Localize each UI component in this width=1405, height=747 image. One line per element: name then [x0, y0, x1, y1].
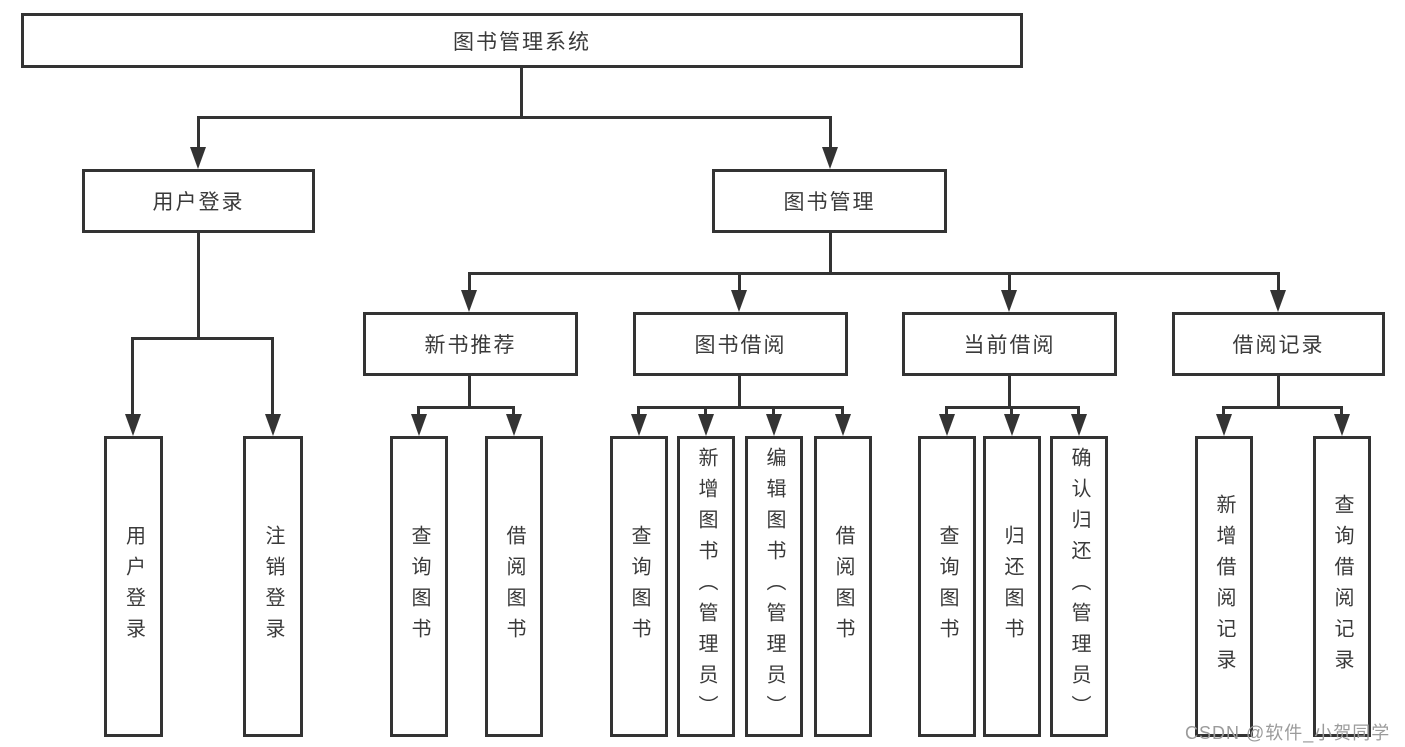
- connector-line: [197, 116, 200, 150]
- node-user-login: 用户登录: [82, 169, 315, 233]
- node-root-label: 图书管理系统: [453, 30, 591, 54]
- arrowhead-down-icon: [822, 147, 838, 169]
- connector-line: [271, 337, 274, 416]
- leaf-query-books-1: 查询图书: [390, 436, 448, 737]
- node-user-login-label: 用户登录: [152, 191, 245, 214]
- connector-line: [197, 233, 200, 340]
- connector-line: [841, 406, 844, 417]
- leaf-user-login: 用户登录: [104, 436, 163, 737]
- arrowhead-down-icon: [461, 290, 477, 312]
- leaf-edit-books-admin: 编辑图书（管理员）: [745, 436, 803, 737]
- arrowhead-down-icon: [411, 414, 427, 436]
- node-book-management-label: 图书管理: [783, 191, 876, 214]
- connector-line: [1008, 376, 1011, 409]
- csdn-watermark: CSDN @软件_小贺同学: [1185, 723, 1391, 743]
- leaf-add-books-admin: 新增图书（管理员）: [677, 436, 735, 737]
- leaf-query-books-1-label: 查询图书: [408, 524, 430, 649]
- arrowhead-down-icon: [835, 414, 851, 436]
- connector-line: [829, 233, 832, 275]
- leaf-add-borrow-record-label: 新增借阅记录: [1213, 493, 1235, 680]
- connector-line: [1340, 406, 1343, 417]
- node-current-borrow: 当前借阅: [902, 312, 1117, 376]
- leaf-borrow-books-2-label: 借阅图书: [832, 524, 854, 649]
- connector-line: [197, 116, 832, 119]
- arrowhead-down-icon: [506, 414, 522, 436]
- arrowhead-down-icon: [125, 414, 141, 436]
- connector-line: [772, 406, 775, 417]
- arrowhead-down-icon: [1216, 414, 1232, 436]
- leaf-query-books-2: 查询图书: [610, 436, 668, 737]
- leaf-query-borrow-record: 查询借阅记录: [1313, 436, 1371, 737]
- connector-line: [468, 376, 471, 409]
- leaf-return-books: 归还图书: [983, 436, 1041, 737]
- connector-line: [945, 406, 948, 417]
- arrowhead-down-icon: [1334, 414, 1350, 436]
- arrowhead-down-icon: [190, 147, 206, 169]
- connector-line: [512, 406, 515, 417]
- connector-line: [637, 406, 640, 417]
- leaf-return-books-label: 归还图书: [1001, 524, 1023, 649]
- connector-line: [520, 68, 523, 118]
- connector-line: [417, 406, 420, 417]
- connector-line: [1277, 376, 1280, 409]
- connector-line: [637, 406, 844, 409]
- connector-line: [738, 272, 741, 294]
- leaf-query-books-2-label: 查询图书: [628, 524, 650, 649]
- arrowhead-down-icon: [731, 290, 747, 312]
- leaf-confirm-return-admin: 确认归还（管理员）: [1050, 436, 1108, 737]
- leaf-user-login-label: 用户登录: [122, 524, 145, 649]
- leaf-add-borrow-record: 新增借阅记录: [1195, 436, 1253, 737]
- connector-line: [1010, 406, 1013, 417]
- node-borrow-records-label: 借阅记录: [1232, 334, 1325, 357]
- arrowhead-down-icon: [1071, 414, 1087, 436]
- connector-line: [468, 272, 1280, 275]
- leaf-borrow-books-1: 借阅图书: [485, 436, 543, 737]
- arrowhead-down-icon: [939, 414, 955, 436]
- node-root: 图书管理系统: [21, 13, 1023, 68]
- connector-line: [468, 272, 471, 294]
- leaf-query-books-3: 查询图书: [918, 436, 976, 737]
- arrowhead-down-icon: [631, 414, 647, 436]
- node-book-management: 图书管理: [712, 169, 947, 233]
- arrowhead-down-icon: [265, 414, 281, 436]
- leaf-query-books-3-label: 查询图书: [936, 524, 958, 649]
- connector-line: [1222, 406, 1342, 409]
- node-new-book-recommend-label: 新书推荐: [424, 334, 517, 357]
- connector-line: [131, 337, 134, 416]
- connector-line: [1077, 406, 1080, 417]
- leaf-borrow-books-1-label: 借阅图书: [503, 524, 525, 649]
- arrowhead-down-icon: [1270, 290, 1286, 312]
- node-current-borrow-label: 当前借阅: [963, 334, 1056, 357]
- leaf-confirm-return-admin-label: 确认归还（管理员）: [1068, 447, 1090, 726]
- node-new-book-recommend: 新书推荐: [363, 312, 578, 376]
- connector-line: [1277, 272, 1280, 294]
- node-book-borrow: 图书借阅: [633, 312, 848, 376]
- connector-line: [704, 406, 707, 417]
- arrowhead-down-icon: [698, 414, 714, 436]
- leaf-borrow-books-2: 借阅图书: [814, 436, 872, 737]
- connector-line: [131, 337, 274, 340]
- node-borrow-records: 借阅记录: [1172, 312, 1385, 376]
- arrowhead-down-icon: [1001, 290, 1017, 312]
- leaf-add-books-admin-label: 新增图书（管理员）: [695, 447, 717, 726]
- leaf-query-borrow-record-label: 查询借阅记录: [1331, 493, 1353, 680]
- leaf-logout: 注销登录: [243, 436, 303, 737]
- connector-line: [1222, 406, 1225, 417]
- connector-line: [829, 116, 832, 150]
- connector-line: [738, 376, 741, 409]
- arrowhead-down-icon: [1004, 414, 1020, 436]
- connector-line: [1008, 272, 1011, 294]
- connector-line: [417, 406, 515, 409]
- leaf-logout-label: 注销登录: [262, 524, 284, 649]
- leaf-edit-books-admin-label: 编辑图书（管理员）: [763, 447, 785, 726]
- node-book-borrow-label: 图书借阅: [694, 334, 787, 357]
- arrowhead-down-icon: [766, 414, 782, 436]
